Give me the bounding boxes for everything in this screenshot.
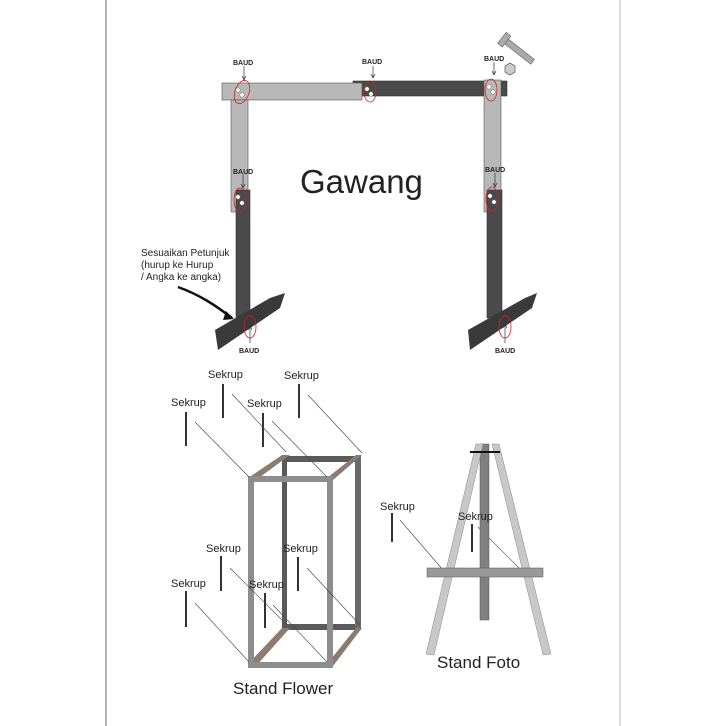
stand-flower-title: Stand Flower [233, 679, 333, 698]
note-line: / Angka ke angka) [141, 272, 221, 283]
screw-label: Sekrup [249, 579, 284, 591]
baud-label: BAUD [233, 60, 253, 67]
note-line: Sesuaikan Petunjuk [141, 248, 230, 259]
left-foot [215, 293, 285, 350]
stand-foto-title: Stand Foto [437, 653, 520, 672]
screw-label: Sekrup [171, 578, 206, 590]
stand-flower-frame [248, 455, 362, 668]
baud-label: BAUD [239, 348, 259, 355]
baud-label: BAUD [233, 169, 253, 176]
right-foot [468, 293, 537, 350]
baud-arrows [240, 62, 508, 343]
gawang-frame [215, 31, 537, 350]
bolt-icon [497, 31, 535, 65]
screw-label: Sekrup [458, 511, 493, 523]
screw-guide-lines [194, 393, 522, 663]
screw-icons [185, 384, 473, 628]
screw-label: Sekrup [206, 543, 241, 555]
note-arrowhead [223, 311, 234, 320]
screw-label: Sekrup [283, 543, 318, 555]
screw-label: Sekrup [380, 501, 415, 513]
baud-label: BAUD [495, 348, 515, 355]
baud-label: BAUD [484, 56, 504, 63]
screw-label: Sekrup [247, 398, 282, 410]
screw-label: Sekrup [284, 370, 319, 382]
note-arrow [177, 285, 233, 319]
baud-label: BAUD [362, 59, 382, 66]
nut-icon [504, 62, 516, 76]
bolt-holes [235, 84, 497, 206]
highlight-circles [233, 78, 512, 339]
note-line: (hurup ke Hurup [141, 260, 214, 271]
baud-label: BAUD [485, 167, 505, 174]
gawang-title: Gawang [300, 163, 423, 200]
screw-label: Sekrup [171, 397, 206, 409]
screw-label: Sekrup [208, 369, 243, 381]
stand-foto-frame [425, 443, 552, 656]
